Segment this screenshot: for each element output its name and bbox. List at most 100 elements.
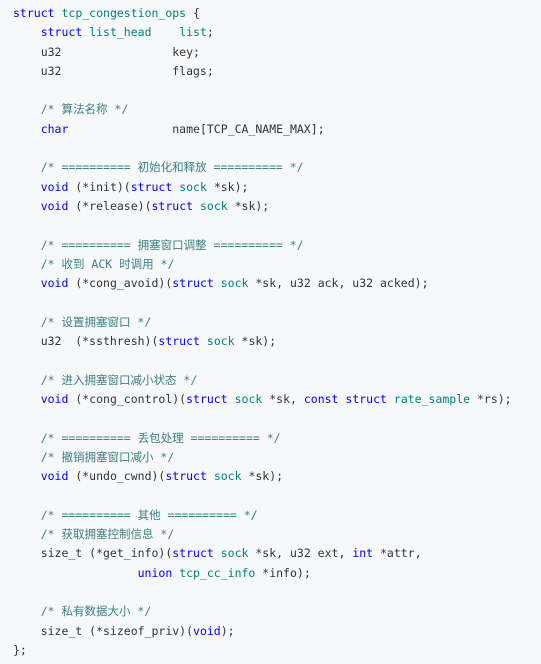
code-line: void (*init)(struct sock *sk); (13, 178, 541, 197)
code-line: void (*undo_cwnd)(struct sock *sk); (13, 467, 541, 486)
code-token: void (193, 623, 221, 638)
code-token (13, 257, 41, 271)
code-line: u32 flags; (13, 62, 541, 81)
code-token (13, 238, 41, 252)
code-token: const (303, 391, 339, 406)
code-token: struct (165, 469, 207, 484)
code-token (193, 199, 200, 213)
code-token: *sk); (241, 469, 284, 484)
code-token: /* ========== 丢包处理 ========== */ (40, 430, 281, 445)
code-token: union (137, 565, 173, 580)
code-line: /* ========== 其他 ========== */ (13, 506, 541, 525)
code-token: (*cong_control)( (68, 391, 187, 406)
code-line: /* 设置拥塞窗口 */ (13, 313, 541, 332)
code-line: /* ========== 拥塞窗口调整 ========== */ (13, 236, 541, 255)
code-line: /* 算法名称 */ (13, 100, 541, 119)
code-token: tcp_cc_info (179, 565, 256, 580)
code-token (13, 102, 41, 116)
code-token: (*undo_cwnd)( (68, 469, 166, 484)
code-line (13, 293, 541, 312)
code-token: list_head (89, 25, 152, 40)
code-line: void (*cong_control)(struct sock *sk, co… (13, 390, 541, 409)
code-token (13, 315, 41, 329)
code-line: char name[TCP_CA_NAME_MAX]; (13, 120, 541, 139)
code-token: sock (206, 334, 235, 349)
code-token: void (40, 198, 69, 213)
code-line: /* 私有数据大小 */ (13, 602, 541, 621)
code-token: ; (206, 25, 214, 40)
code-line (13, 409, 541, 428)
code-token: (*init)( (68, 179, 131, 194)
code-token (207, 469, 214, 483)
code-token: u32 (*ssthresh)( (13, 334, 159, 349)
code-line: void (*cong_avoid)(struct sock *sk, u32 … (13, 274, 541, 293)
code-line: void (*release)(struct sock *sk); (13, 197, 541, 216)
code-token: /* 进入拥塞窗口减小状态 */ (40, 372, 198, 387)
code-token (13, 566, 138, 580)
code-token: *sk); (227, 198, 270, 213)
code-token: size_t (*sizeof_priv)( (13, 623, 194, 638)
code-line: struct list_head list; (13, 23, 541, 42)
code-token: /* 撤销拥塞窗口减小 */ (40, 449, 175, 464)
code-token: /* ========== 其他 ========== */ (40, 507, 258, 522)
code-token (13, 122, 41, 136)
code-token: u32 flags; (13, 63, 214, 78)
code-token: char (40, 121, 69, 136)
code-token (13, 508, 41, 522)
code-token: (*cong_avoid)( (68, 276, 173, 291)
code-token: *attr, (373, 546, 422, 561)
code-token: *sk); (234, 334, 277, 349)
code-line (13, 583, 541, 602)
code-line: /* 撤销拥塞窗口减小 */ (13, 448, 541, 467)
code-token: struct (40, 25, 83, 40)
code-token: u32 key; (13, 44, 200, 59)
code-line (13, 81, 541, 100)
code-line: /* 收到 ACK 时调用 */ (13, 255, 541, 274)
code-line (13, 216, 541, 235)
code-token: sock (220, 546, 249, 561)
code-line: /* ========== 丢包处理 ========== */ (13, 429, 541, 448)
code-token (228, 392, 235, 406)
code-token (13, 392, 41, 406)
code-line: /* ========== 初始化和释放 ========== */ (13, 158, 541, 177)
code-token: (*release)( (68, 198, 152, 213)
code-token: ); (220, 623, 235, 638)
code-token: size_t (*get_info)( (13, 546, 173, 561)
code-token: *info); (255, 565, 311, 580)
code-token: /* 设置拥塞窗口 */ (40, 314, 152, 329)
code-token: *sk, u32 ack, u32 acked); (248, 276, 429, 291)
code-token: /* 算法名称 */ (40, 102, 129, 117)
code-token: sock (213, 469, 242, 484)
code-token (13, 450, 41, 464)
code-token: tcp_congestion_ops (61, 6, 187, 20)
code-token: struct (172, 546, 214, 561)
code-line: size_t (*get_info)(struct sock *sk, u32 … (13, 544, 541, 563)
code-token: void (40, 276, 69, 291)
code-token: }; (13, 642, 27, 657)
code-token: struct (158, 334, 200, 349)
code-token: /* 获取拥塞控制信息 */ (40, 527, 175, 542)
code-token: int (352, 546, 374, 561)
code-line: union tcp_cc_info *info); (13, 564, 541, 583)
code-line: size_t (*sizeof_priv)(void); (13, 622, 541, 641)
code-token (13, 199, 41, 213)
code-token: *sk, u32 ext, (248, 546, 353, 561)
code-token: struct (151, 198, 194, 213)
code-token: name[TCP_CA_NAME_MAX]; (68, 121, 325, 136)
code-token: rate_sample (393, 391, 471, 406)
code-token (13, 527, 41, 541)
code-token: /* ========== 拥塞窗口调整 ========== */ (40, 237, 304, 252)
code-line: /* 进入拥塞窗口减小状态 */ (13, 371, 541, 390)
code-token (13, 431, 41, 445)
code-token: sock (199, 198, 228, 213)
code-line: /* 获取拥塞控制信息 */ (13, 525, 541, 544)
code-token: sock (234, 391, 263, 406)
code-token: struct (13, 6, 55, 20)
code-line: u32 (*ssthresh)(struct sock *sk); (13, 332, 541, 351)
code-token (13, 373, 41, 387)
code-token: sock (179, 179, 207, 194)
code-token (152, 25, 180, 39)
code-token (13, 469, 41, 483)
code-line: u32 key; (13, 43, 541, 62)
